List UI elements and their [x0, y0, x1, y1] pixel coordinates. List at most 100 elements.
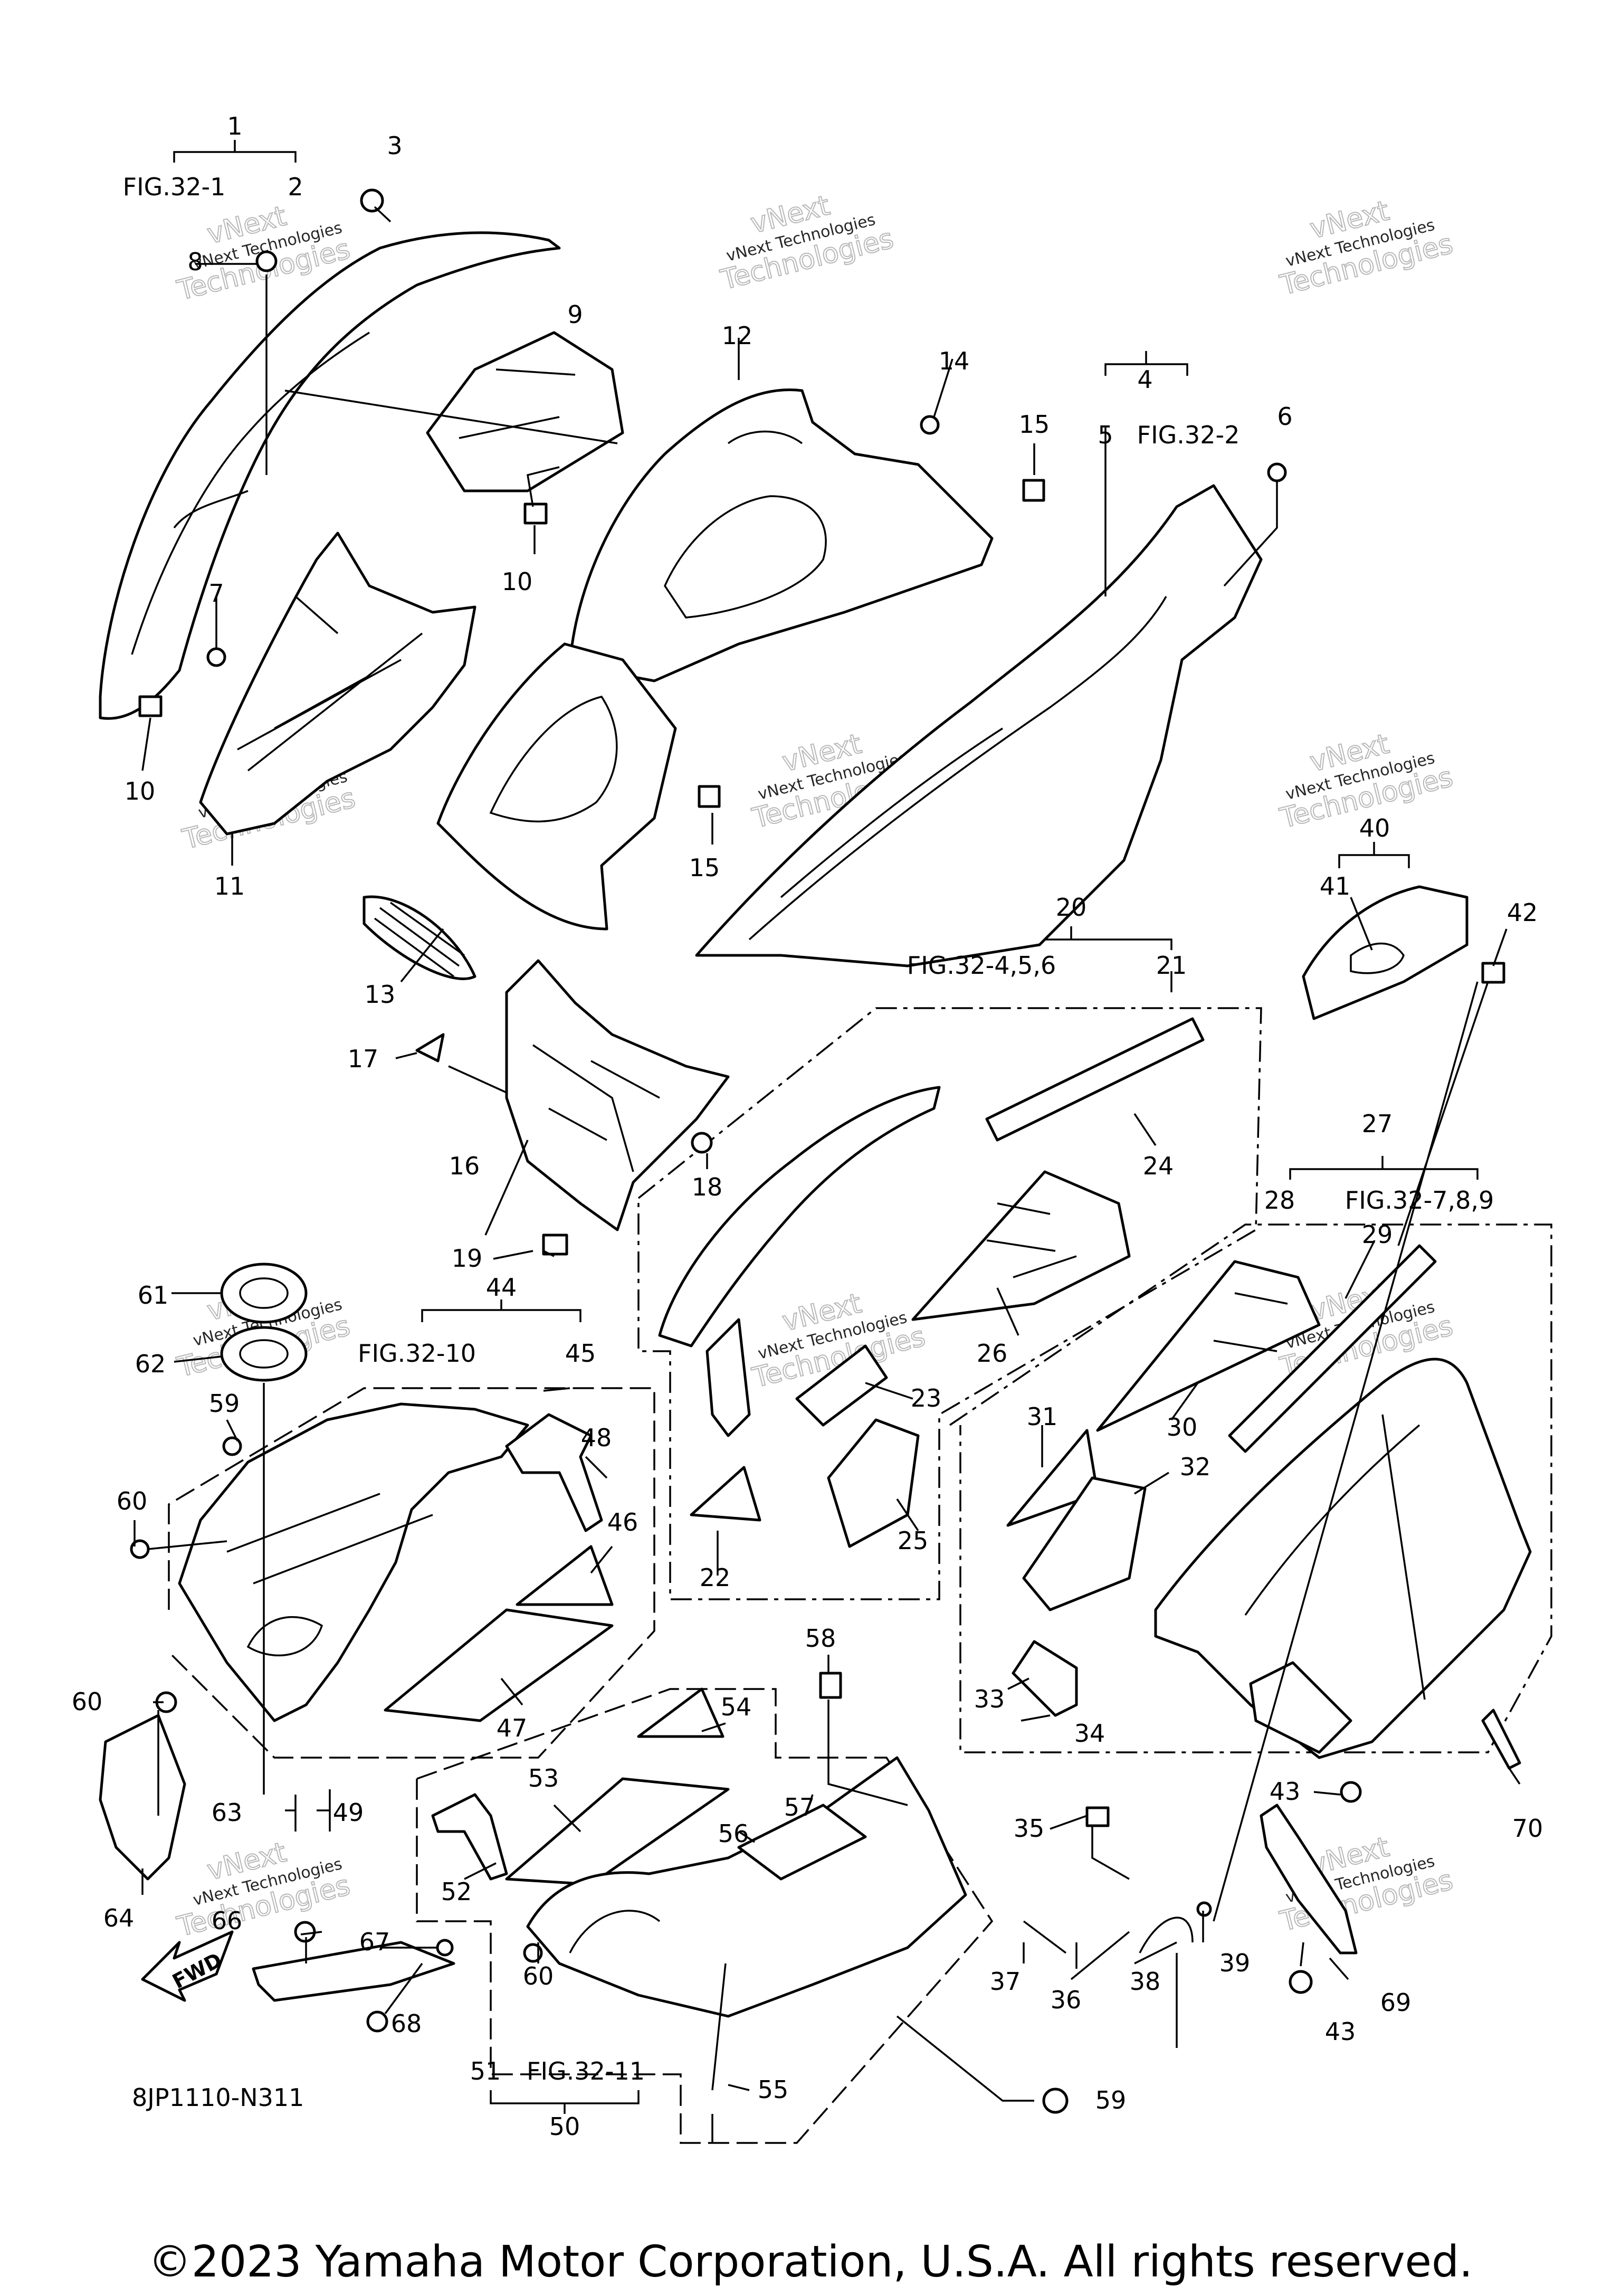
part-66-screw: [294, 1921, 316, 1943]
part-61-gasket: [220, 1263, 308, 1324]
callout: 17: [348, 1045, 379, 1073]
callout: 14: [939, 347, 970, 375]
part-42-nut: [1481, 962, 1505, 984]
part-33-emblem: [1012, 1640, 1078, 1717]
callout: 48: [581, 1424, 612, 1452]
callout: 46: [607, 1508, 638, 1536]
group-box-21: [637, 1007, 1262, 1600]
callout: 16: [449, 1152, 480, 1180]
callout: 53: [528, 1764, 559, 1792]
callout: 5: [1098, 421, 1113, 449]
part-9-panel: [426, 331, 624, 492]
fig-ref-32-789[interactable]: FIG.32-7,8,9: [1345, 1186, 1494, 1215]
callout: 8: [187, 248, 203, 276]
callout: 70: [1512, 1814, 1543, 1843]
callout: 61: [138, 1281, 169, 1310]
callout: 56: [718, 1819, 749, 1848]
figure-references: FIG.32-1 FIG.32-2 FIG.32-4,5,6 FIG.32-7,…: [123, 173, 1494, 2085]
part-15-nut: [698, 785, 721, 808]
callout: 11: [214, 872, 245, 900]
fasteners: [130, 188, 1505, 2143]
callout: 9: [567, 300, 583, 329]
part-52-holder: [431, 1793, 508, 1881]
callout: 1: [227, 112, 242, 140]
callout: 60: [72, 1687, 103, 1716]
part-13-mesh: [363, 895, 476, 980]
part-38-wire: [1139, 1917, 1194, 1953]
part-25-pad: [827, 1418, 920, 1548]
part-17-clip: [415, 1033, 445, 1062]
part-6-screw: [1267, 462, 1287, 482]
callout: 36: [1051, 1986, 1082, 2014]
part-70-small: [1481, 1709, 1521, 1770]
callout: 47: [497, 1714, 528, 1742]
callout: 35: [1014, 1814, 1045, 1843]
copyright-notice: ©2023 Yamaha Motor Corporation, U.S.A. A…: [148, 2237, 1473, 2287]
part-43-screw: [1340, 1781, 1362, 1803]
callout: 6: [1277, 402, 1292, 431]
part-35-nut: [1085, 1806, 1110, 1827]
callout: 15: [689, 853, 720, 882]
callout: 13: [365, 980, 396, 1009]
callout: 10: [502, 567, 533, 596]
callout: 3: [387, 131, 402, 160]
fig-ref-32-1[interactable]: FIG.32-1: [123, 173, 226, 201]
callout: 31: [1027, 1402, 1058, 1431]
part-51-lower-cover: [526, 1756, 967, 2018]
callout: 67: [359, 1928, 390, 1956]
part-32-pad: [1022, 1476, 1147, 1611]
callout-numbers: 1 2 3 8 9 12 14 15 4 5 6 7 10 10 11 15 1…: [72, 112, 1543, 2141]
part-59-grommet: [222, 1436, 242, 1456]
part-40-cover: [1302, 885, 1469, 1020]
callout: 57: [784, 1793, 815, 1821]
fig-ref-32-456[interactable]: FIG.32-4,5,6: [907, 951, 1056, 980]
callout: 68: [391, 2009, 422, 2038]
part-10-nut: [138, 695, 163, 717]
part-39-washer: [1196, 1901, 1212, 1917]
part-28-rear-fairing: [1154, 1358, 1532, 1759]
callout: 50: [549, 2112, 580, 2141]
part-19-nut: [542, 1234, 568, 1256]
group-box-51: [416, 1688, 994, 2144]
callout: 51: [470, 2057, 501, 2085]
part-8-screw: [255, 250, 278, 272]
part-64-bracket: [99, 1714, 186, 1881]
callout: 32: [1180, 1453, 1211, 1481]
callout: 4: [1137, 365, 1152, 394]
leader-lines: [134, 206, 1521, 2102]
callout: 38: [1130, 1967, 1161, 1996]
fig-ref-32-11[interactable]: FIG.32-11: [527, 2057, 645, 2085]
fig-ref-32-2[interactable]: FIG.32-2: [1137, 421, 1240, 449]
callout: 21: [1156, 951, 1187, 980]
callout: 25: [898, 1526, 929, 1555]
callout: 34: [1074, 1719, 1105, 1748]
callout: 43: [1270, 1777, 1301, 1806]
callout: 55: [758, 2075, 789, 2104]
part-46-triangle: [516, 1545, 614, 1606]
part-47-strip: [384, 1608, 614, 1722]
part-29-strip: [1228, 1244, 1437, 1453]
callout: 54: [721, 1693, 752, 1721]
part-12-inner-panel: [568, 388, 994, 682]
callout: 39: [1219, 1949, 1251, 1977]
callout: 52: [441, 1877, 472, 1906]
part-69-cover: [1260, 1804, 1358, 1955]
part-15-nut: [1022, 479, 1045, 502]
part-26-panel: [911, 1170, 1131, 1321]
group-box-45: [168, 1387, 655, 1759]
callout: 10: [125, 777, 156, 805]
callout: 40: [1359, 814, 1390, 842]
group-box-28: [949, 1223, 1552, 1753]
fig-ref-32-10[interactable]: FIG.32-10: [358, 1339, 476, 1368]
callout: 29: [1362, 1220, 1393, 1249]
part-68-screw: [366, 2010, 388, 2033]
callout: 30: [1167, 1413, 1198, 1441]
callout: 20: [1056, 893, 1087, 922]
callout: 60: [523, 1962, 554, 1990]
callout: 43: [1325, 2017, 1356, 2046]
callout: 62: [135, 1350, 166, 1378]
part-16-bracket: [505, 959, 730, 1231]
part-21-side-panel: [658, 1086, 941, 1437]
callout: 12: [722, 321, 753, 350]
part-2-front-cowl: [99, 231, 561, 720]
